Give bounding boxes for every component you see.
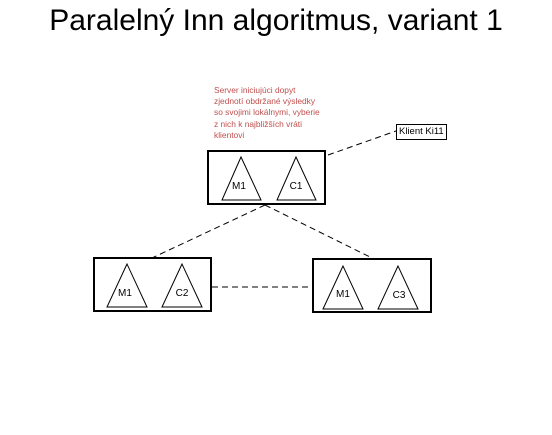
- server-node-top: M1 C1: [207, 150, 326, 205]
- connection-client-to-server-top: [327, 130, 397, 156]
- triangle-m: [322, 264, 364, 310]
- slide-title: Paralelný Inn algoritmus, variant 1: [49, 4, 503, 37]
- triangle-label: C1: [290, 181, 303, 192]
- connection-top-to-left: [151, 204, 266, 259]
- server-node-left: M1 C2: [93, 257, 212, 312]
- triangle-m: [221, 155, 262, 201]
- triangle-c: [377, 264, 419, 310]
- client-label: Klient Ki11: [396, 124, 447, 140]
- triangle-label: M1: [232, 181, 246, 192]
- triangle-label: C2: [176, 288, 189, 299]
- triangle-c: [276, 155, 317, 201]
- triangle-m: [106, 262, 148, 308]
- triangle-label: M1: [336, 289, 350, 300]
- triangle-label: C3: [393, 290, 406, 301]
- triangle-label: M1: [118, 288, 132, 299]
- server-note: Server iniciujúci dopyt zjednotí obdržan…: [214, 85, 320, 140]
- server-node-right: M1 C3: [312, 258, 432, 313]
- connection-top-to-right: [264, 204, 373, 259]
- triangle-c: [161, 262, 203, 308]
